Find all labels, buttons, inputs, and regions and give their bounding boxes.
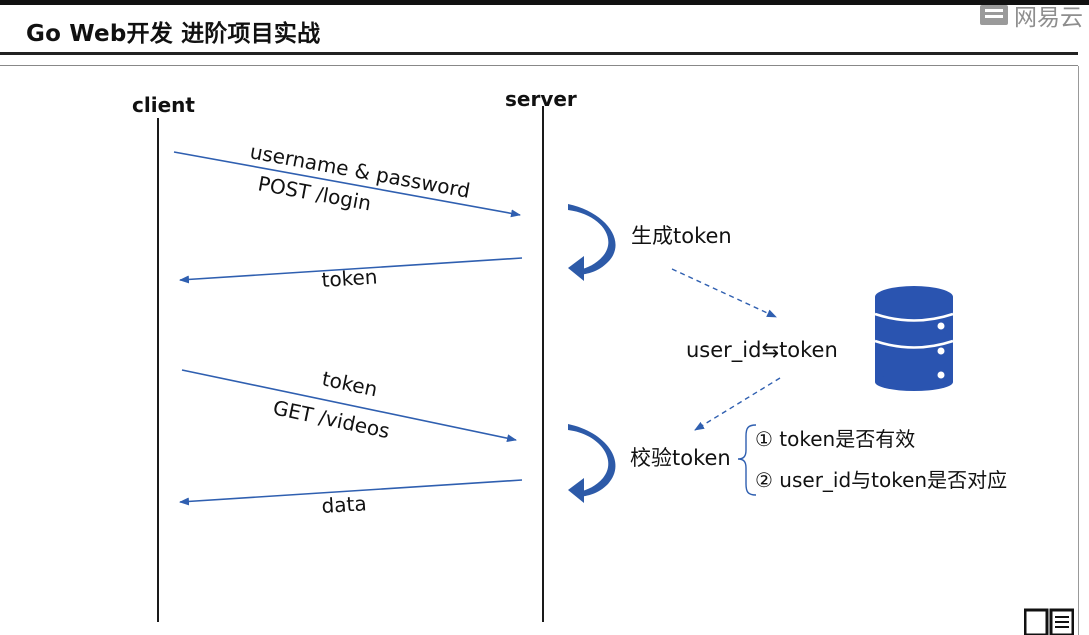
server-label: server [505,87,577,111]
slide-border-right [1078,66,1079,635]
generate-token-loop-icon [568,204,616,281]
token-response-label: token [321,265,378,292]
videos-request-arrow [181,369,517,443]
data-response-arrow [179,479,523,506]
user-token-mapping-label: user_id⇆token [686,338,838,363]
login-request-arrow [173,151,521,218]
videos-request-label-1: token [320,366,380,401]
check-item-2: ② user_id与token是否对应 [755,468,1007,492]
data-response-label: data [321,491,367,518]
verify-token-label: 校验token [630,446,731,470]
database-icon [874,286,954,391]
logo-text: 网易云 [1014,5,1083,28]
check-item-1: ① token是否有效 [755,427,915,451]
checks-brace [737,424,757,496]
brand-logo: 网易云 [980,2,1089,28]
verify-token-loop-icon [568,424,616,503]
title-divider-thin [0,65,1078,66]
client-label: client [132,93,195,117]
page-title: Go Web开发 进阶项目实战 [26,21,321,47]
videos-request-label-2: GET /videos [271,395,392,443]
store-token-dashed-arrow [671,268,777,318]
title-divider [0,52,1078,55]
top-bar [0,0,1089,5]
token-response-arrow [179,257,523,284]
netease-logo-icon [980,5,1008,25]
lookup-token-dashed-arrow [694,377,781,431]
slides-icon[interactable] [1024,606,1074,635]
generate-token-label: 生成token [631,224,732,248]
